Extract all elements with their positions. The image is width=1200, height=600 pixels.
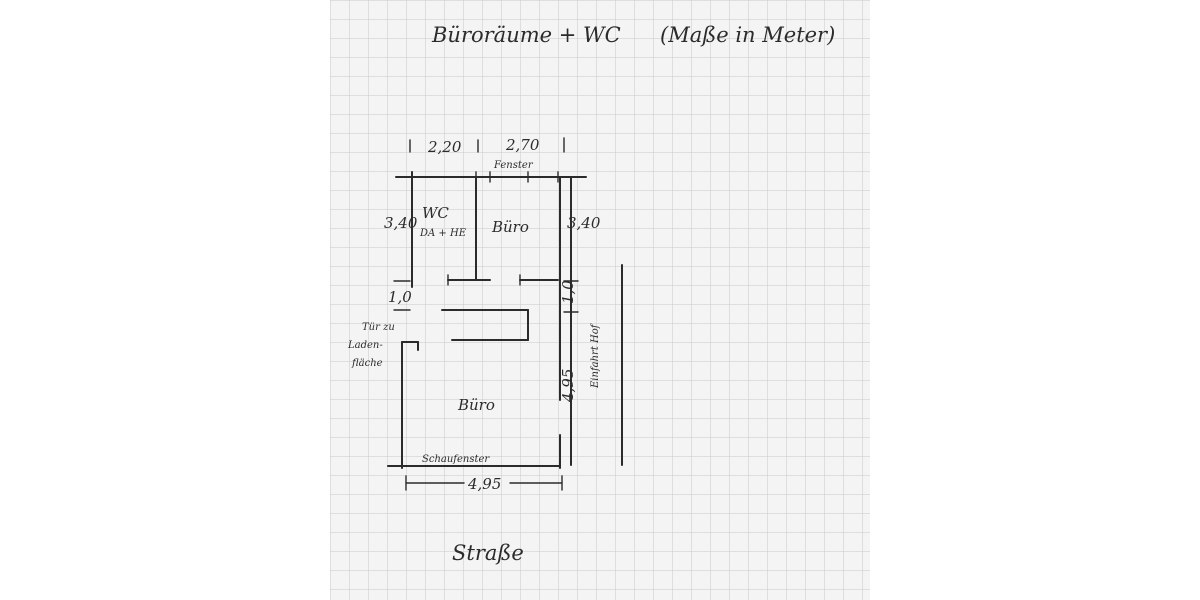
door-label-line2: Laden- [347, 340, 383, 351]
office-upper-label: Büro [491, 218, 529, 236]
shop-window-label: Schaufenster [422, 454, 490, 465]
office-lower-label: Büro [457, 396, 495, 414]
dim-right-lower: 4,95 [559, 369, 577, 403]
units-note: (Maße in Meter) [660, 23, 835, 47]
sketch-title: Büroräume + WC [431, 23, 621, 47]
dim-right-upper: 3,40 [567, 214, 601, 232]
dim-top-left: 2,20 [427, 138, 462, 156]
wc-fixtures-label: DA + HE [419, 228, 467, 239]
dim-bottom: 4,95 [467, 475, 501, 493]
door-label-line1: Tür zu [362, 322, 395, 333]
dim-top-right: 2,70 [505, 136, 540, 154]
dim-left-gap: 1,0 [388, 288, 412, 306]
wc-label: WC [422, 204, 449, 222]
door-label-line3: fläche [351, 358, 383, 369]
street-label: Straße [452, 541, 524, 565]
paper-grid [330, 0, 870, 600]
window-label: Fenster [493, 160, 534, 171]
courtyard-label: Einfahrt Hof [590, 322, 601, 389]
dim-right-gap: 1,0 [559, 280, 577, 304]
dim-left-upper: 3,40 [384, 214, 418, 232]
